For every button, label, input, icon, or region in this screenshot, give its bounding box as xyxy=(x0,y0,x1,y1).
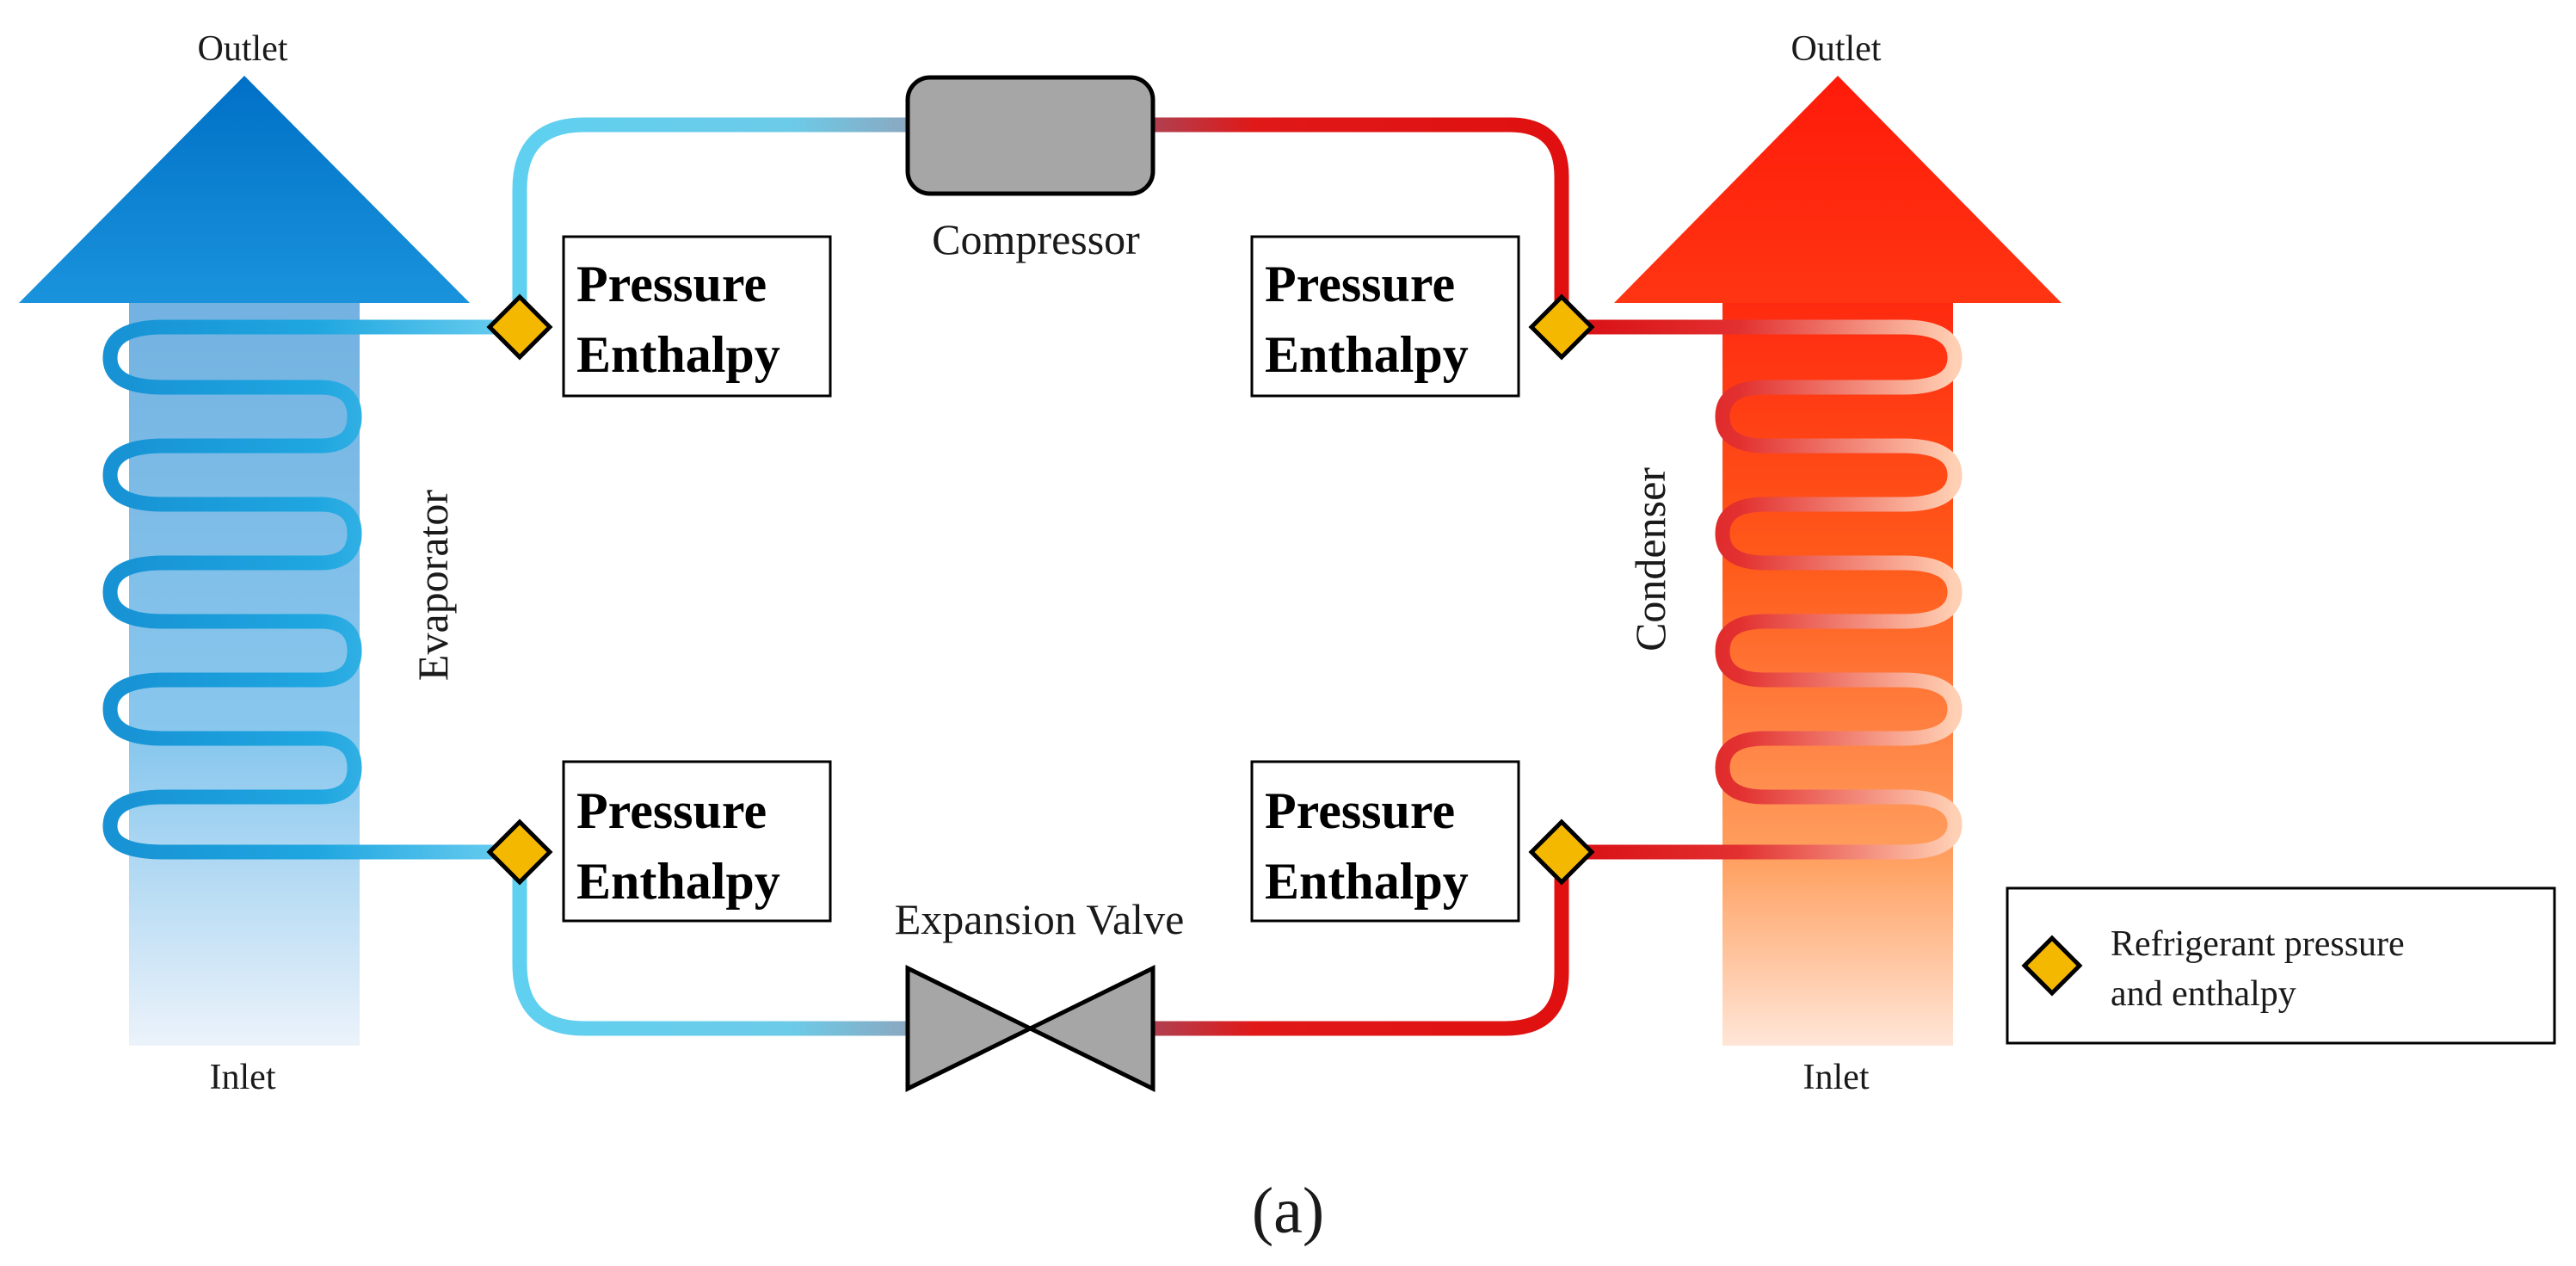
condenser-outlet-label: Outlet xyxy=(1791,29,1882,69)
measure-box-line1: Pressure xyxy=(576,782,767,839)
condenser-inlet-label: Inlet xyxy=(1803,1058,1870,1097)
legend-line1: Refrigerant pressure xyxy=(2111,924,2405,964)
discharge-line xyxy=(1145,117,1569,335)
measure-box-line1: Pressure xyxy=(1265,782,1455,839)
expansion-valve: Expansion Valve xyxy=(895,895,1185,1093)
condenser-label: Condenser xyxy=(1626,467,1674,652)
measure-box-line2: Enthalpy xyxy=(1265,326,1469,383)
diamond-marker-icon xyxy=(486,293,553,361)
evaporator-inlet-line xyxy=(512,844,915,1036)
measurement-markers xyxy=(486,293,1595,886)
liquid-line xyxy=(1145,844,1569,1036)
expansion-valve-icon xyxy=(905,964,1156,1093)
refrigerant-loop xyxy=(512,117,1569,1036)
evaporator-inlet-label: Inlet xyxy=(210,1058,276,1097)
measure-box-line2: Enthalpy xyxy=(576,326,780,383)
measure-box-line2: Enthalpy xyxy=(1265,853,1469,910)
figure-caption: (a) xyxy=(1252,1175,1324,1247)
measure-box-condenser-inlet: Pressure Enthalpy xyxy=(1250,235,1520,398)
legend-line2: and enthalpy xyxy=(2111,974,2296,1014)
diamond-marker-icon xyxy=(2021,935,2083,997)
measure-box-line2: Enthalpy xyxy=(576,853,780,910)
measure-box-line1: Pressure xyxy=(1265,256,1455,312)
diamond-marker-icon xyxy=(1528,818,1595,886)
legend-box xyxy=(2006,886,2556,1045)
evaporator-outlet-label: Outlet xyxy=(198,29,288,69)
evaporator-coil xyxy=(102,319,527,860)
suction-line xyxy=(512,117,915,335)
compressor: Compressor xyxy=(905,75,1156,263)
measure-box-evaporator-inlet: Pressure Enthalpy xyxy=(562,760,832,923)
compressor-label: Compressor xyxy=(932,215,1140,263)
measure-box-line1: Pressure xyxy=(576,256,767,312)
measure-box-evaporator-outlet: Pressure Enthalpy xyxy=(562,235,832,398)
diamond-marker-icon xyxy=(1528,293,1595,361)
evaporator-label: Evaporator xyxy=(409,490,457,681)
expansion-valve-label: Expansion Valve xyxy=(895,895,1185,943)
measure-box-condenser-outlet: Pressure Enthalpy xyxy=(1250,760,1520,923)
condenser-coil xyxy=(1554,319,1963,860)
compressor-body xyxy=(905,75,1156,196)
diamond-marker-icon xyxy=(486,818,553,886)
legend: Refrigerant pressure and enthalpy xyxy=(2006,886,2556,1045)
